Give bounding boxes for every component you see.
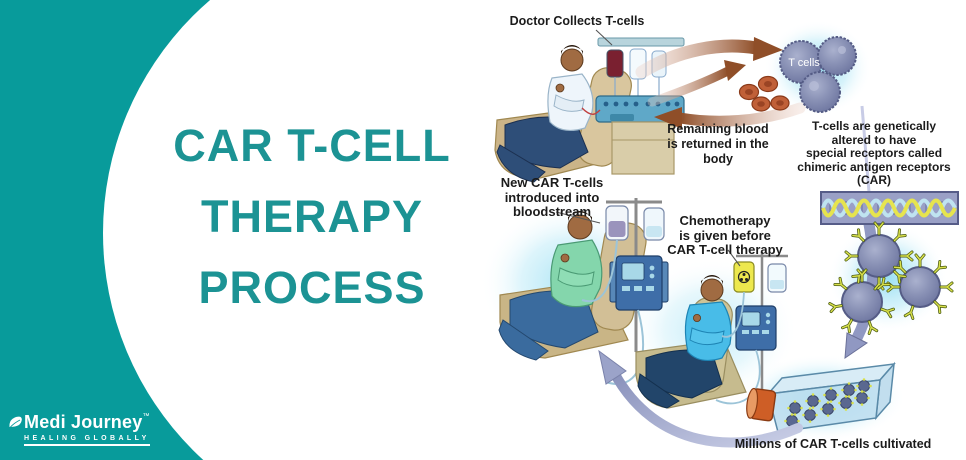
label-text: bloodstream bbox=[512, 204, 591, 219]
infusion-patient-illustration bbox=[498, 198, 669, 385]
logo-tagline: HEALING GLOBALLY bbox=[24, 435, 150, 442]
leaf-icon bbox=[9, 416, 22, 428]
apheresis-patient-illustration bbox=[494, 29, 685, 183]
label-text: Chemotherapy bbox=[679, 213, 771, 228]
label-new-car-t-cells: New CAR T-cells introduced into bloodstr… bbox=[488, 175, 616, 220]
label-t-cells: T cells bbox=[781, 56, 827, 71]
label-millions-cultivated: Millions of CAR T-cells cultivated bbox=[728, 437, 938, 452]
t-cell-cluster-icon bbox=[779, 36, 857, 113]
label-text: T cells bbox=[788, 57, 820, 69]
label-text: special receptors called bbox=[805, 146, 943, 160]
label-text: chimeric antigen receptors bbox=[797, 159, 951, 174]
label-text: is given before bbox=[679, 227, 771, 243]
page-title-line: CAR T-CELL bbox=[173, 120, 451, 171]
label-text: New CAR T-cells bbox=[500, 175, 604, 190]
label-text: Doctor Collects T-cells bbox=[509, 14, 645, 28]
label-text: altered to have bbox=[831, 132, 917, 147]
logo-underline bbox=[24, 444, 150, 446]
chemo-patient-illustration bbox=[635, 249, 788, 409]
label-text: CAR T-cell therapy bbox=[667, 242, 783, 257]
dna-strand-icon bbox=[820, 191, 959, 225]
trademark-symbol: ™ bbox=[142, 413, 150, 420]
logo-name-text: Medi Journey bbox=[24, 412, 143, 432]
label-text: is returned in the bbox=[667, 137, 769, 151]
label-remaining-blood: Remaining blood is returned in the body bbox=[658, 122, 778, 167]
label-text: body bbox=[703, 152, 733, 166]
blood-exchange-arrows bbox=[635, 37, 806, 129]
medi-journey-logo: Medi Journey™ HEALING GLOBALLY bbox=[8, 412, 150, 446]
label-doctor-collects: Doctor Collects T-cells bbox=[502, 14, 652, 29]
label-text: introduced into bbox=[504, 189, 600, 205]
logo-name: Medi Journey™ bbox=[24, 412, 149, 433]
reinfusion-sweep-arrow bbox=[598, 349, 803, 448]
culture-flask-icon bbox=[746, 361, 896, 433]
label-text: Millions of CAR T-cells cultivated bbox=[734, 437, 932, 451]
page-title-line: THERAPY bbox=[200, 191, 424, 242]
page-title-line: PROCESS bbox=[198, 262, 426, 313]
car-t-cells-icon bbox=[828, 221, 954, 335]
label-text: T-cells are genetically bbox=[811, 119, 937, 133]
label-chemotherapy: Chemotherapy is given before CAR T-cell … bbox=[655, 213, 795, 258]
label-text: Remaining blood bbox=[667, 122, 769, 136]
label-text: (CAR) bbox=[857, 173, 891, 187]
label-genetically-altered: T-cells are genetically altered to have … bbox=[790, 119, 958, 188]
red-blood-cells-icon bbox=[738, 75, 790, 112]
page-title: CAR T-CELL THERAPY PROCESS bbox=[112, 110, 512, 323]
